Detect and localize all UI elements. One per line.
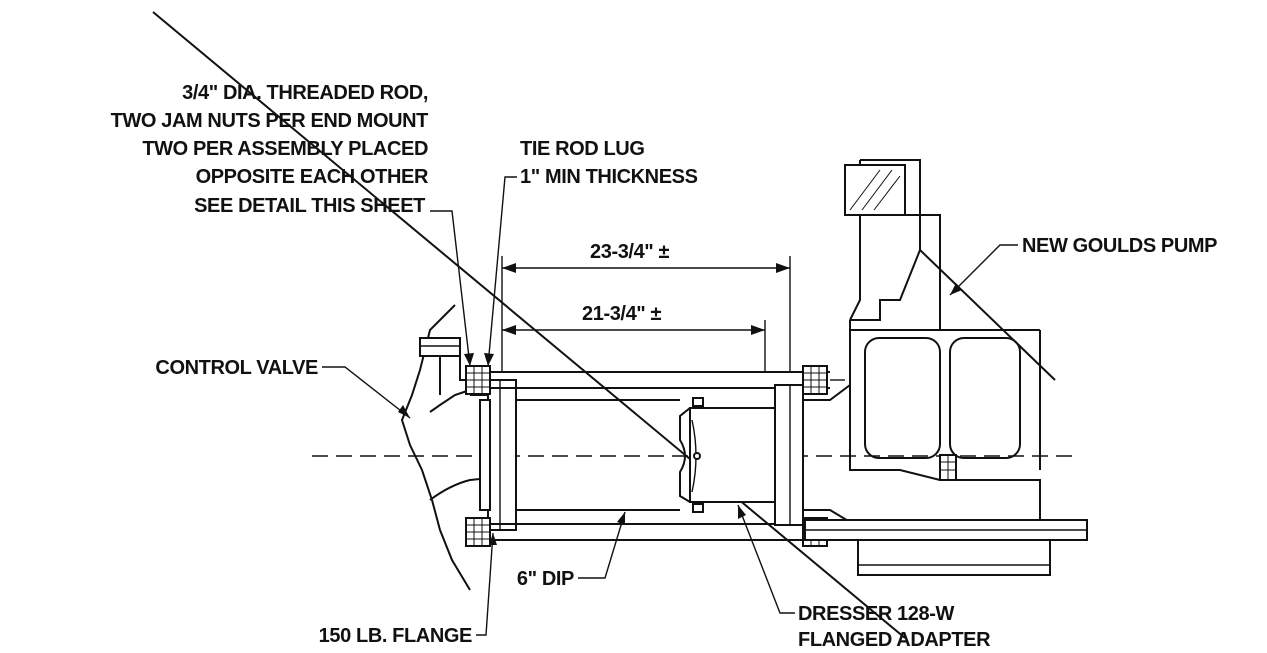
pump-label: NEW GOULDS PUMP <box>1022 235 1217 257</box>
rod-note-line-5: SEE DETAIL THIS SHEET <box>194 195 425 217</box>
adapter-label-2: FLANGED ADAPTER <box>798 629 991 651</box>
control-valve-label: CONTROL VALVE <box>155 357 318 379</box>
adapter-label-1: DRESSER 128-W <box>798 603 954 625</box>
flange-label: 150 LB. FLANGE <box>319 625 472 647</box>
tie-rod-lug-left-top <box>465 365 491 395</box>
dimension-outer-label: 23-3/4" ± <box>590 241 670 263</box>
dimension-outer <box>501 256 791 372</box>
threaded-rod-bottom <box>490 523 830 541</box>
left-flange <box>479 379 517 531</box>
control-valve <box>400 304 491 591</box>
leader-lines <box>322 176 1018 636</box>
tie-rod-lug-label-1: TIE ROD LUG <box>520 138 645 160</box>
threaded-rod-top <box>490 371 845 389</box>
rod-note-line-4: OPPOSITE EACH OTHER <box>196 166 429 188</box>
rod-note-line-2: TWO JAM NUTS PER END MOUNT <box>111 110 429 132</box>
pump-base-plate <box>804 519 1088 576</box>
right-flange <box>774 384 804 526</box>
tie-rod-lug-label-2: 1" MIN THICKNESS <box>520 166 698 188</box>
dimension-inner <box>502 320 766 372</box>
dimension-inner-label: 21-3/4" ± <box>582 303 662 325</box>
diagonal-strike-line <box>152 11 906 639</box>
goulds-pump <box>803 159 1056 523</box>
rod-note-line-3: TWO PER ASSEMBLY PLACED <box>142 138 428 160</box>
tie-rod-lug-left-bottom <box>465 517 491 547</box>
dip-label: 6" DIP <box>517 568 574 590</box>
tie-rod-lug-right-top <box>802 365 828 395</box>
rod-note-line-1: 3/4" DIA. THREADED ROD, <box>182 82 428 104</box>
flanged-adapter <box>679 397 776 513</box>
dip-pipe <box>516 399 680 511</box>
